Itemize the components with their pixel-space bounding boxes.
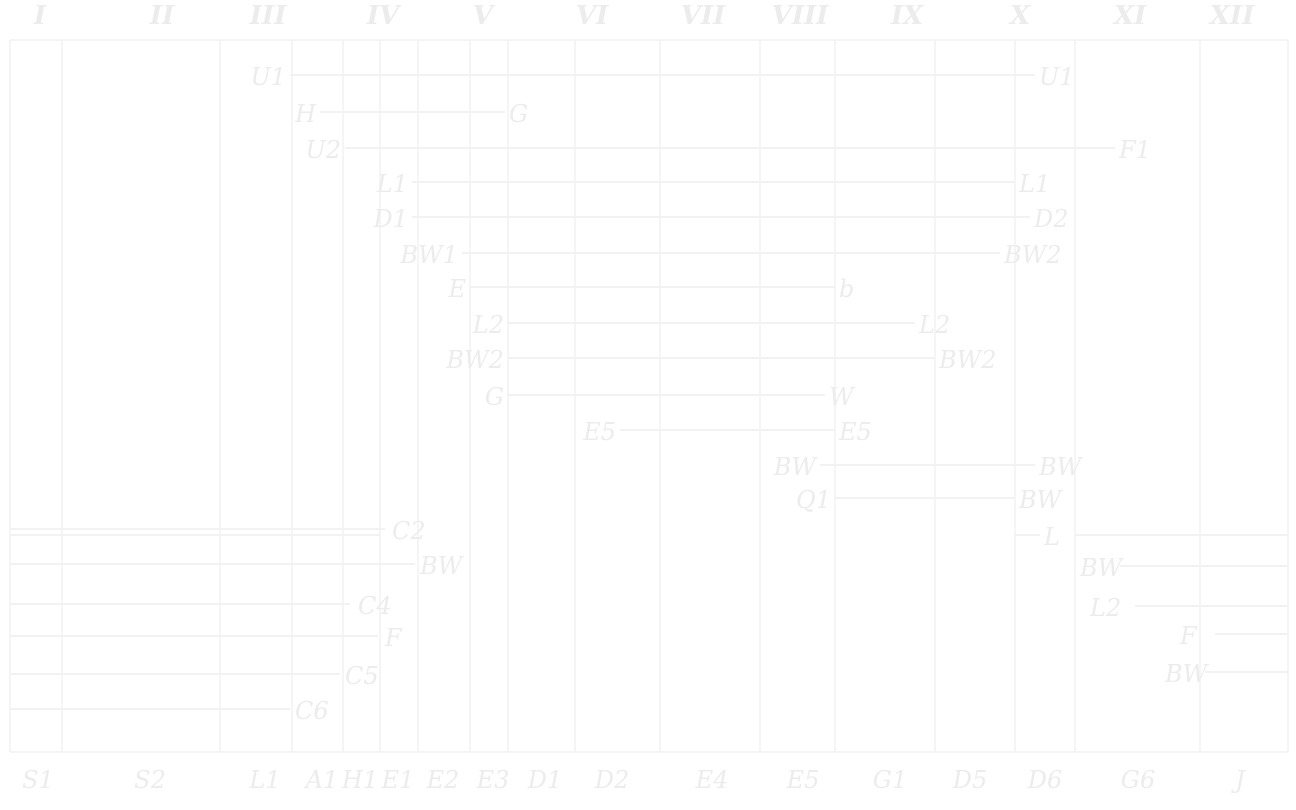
bottom-label-9: D1 — [527, 766, 563, 794]
span-left-label-4: L1 — [376, 170, 408, 198]
bottom-label-12: E5 — [786, 766, 820, 794]
bottom-label-11: E4 — [695, 766, 729, 794]
column-header-8: VIII — [772, 1, 829, 31]
span-right-label-5: D2 — [1033, 205, 1069, 233]
span-left-label-9: BW2 — [445, 346, 504, 374]
bottom-label-4: A1 — [304, 766, 339, 794]
bottom-label-14: D5 — [952, 766, 988, 794]
bottom-label-10: D2 — [594, 766, 630, 794]
column-header-1: I — [33, 1, 47, 31]
side-label-1: C2 — [392, 517, 426, 545]
column-header-6: VI — [576, 1, 609, 31]
bottom-label-6: E1 — [381, 766, 415, 794]
side-label-4: C4 — [358, 592, 392, 620]
span-left-label-6: BW1 — [399, 241, 458, 269]
grid-lines — [9, 39, 1289, 753]
span-left-label-3: U2 — [306, 136, 342, 164]
bottom-label-8: E3 — [476, 766, 510, 794]
bottom-label-1: S1 — [22, 766, 54, 794]
bottom-label-5: H1 — [341, 766, 378, 794]
span-right-label-10: W — [829, 383, 856, 411]
span-right-label-13: BW — [1018, 486, 1064, 514]
span-right-label-9: BW2 — [938, 346, 997, 374]
bottom-label-15: D6 — [1027, 766, 1063, 794]
column-header-12: XII — [1208, 1, 1255, 31]
column-header-10: X — [1008, 1, 1032, 31]
span-right-label-2: G — [509, 100, 528, 128]
column-header-7: VII — [681, 1, 726, 31]
side-label-7: F — [384, 624, 403, 652]
side-label-10: F — [1179, 622, 1198, 650]
bottom-label-2: S2 — [134, 766, 166, 794]
side-label-6: C5 — [345, 662, 379, 690]
span-left-label-13: Q1 — [796, 486, 831, 514]
column-header-3: III — [249, 1, 287, 31]
column-header-5: V — [473, 1, 496, 31]
column-header-4: IV — [366, 1, 402, 31]
side-label-8: C6 — [295, 697, 329, 725]
span-right-label-4: L1 — [1018, 170, 1050, 198]
bottom-label-7: E2 — [426, 766, 460, 794]
span-right-label-6: BW2 — [1003, 241, 1062, 269]
bottom-label-16: G6 — [1121, 766, 1155, 794]
bottom-label-13: G1 — [873, 766, 907, 794]
span-right-label-12: BW — [1038, 453, 1084, 481]
span-right-label-1: U1 — [1039, 63, 1075, 91]
span-left-label-1: U1 — [251, 63, 287, 91]
span-right-label-3: F1 — [1118, 136, 1151, 164]
column-header-2: II — [149, 1, 175, 31]
span-left-label-11: E5 — [582, 418, 616, 446]
side-label-9: BW — [1164, 660, 1210, 688]
side-label-5: L2 — [1089, 594, 1121, 622]
side-label-2: BW — [419, 552, 465, 580]
span-left-label-2: H — [294, 100, 317, 128]
span-right-label-11: E5 — [838, 418, 872, 446]
span-right-label-14: L — [1043, 523, 1060, 551]
column-header-9: IX — [890, 1, 925, 31]
span-left-label-5: D1 — [372, 205, 408, 233]
span-left-label-8: L2 — [472, 311, 504, 339]
bottom-label-3: L1 — [248, 766, 280, 794]
span-left-label-12: BW — [773, 453, 819, 481]
side-label-3: BW — [1079, 554, 1125, 582]
column-header-11: XI — [1112, 1, 1147, 31]
span-right-label-7: b — [839, 275, 854, 303]
span-left-label-7: E — [447, 275, 466, 303]
span-right-label-8: L2 — [918, 311, 950, 339]
bottom-label-17: J — [1230, 766, 1246, 794]
span-left-label-10: G — [485, 383, 504, 411]
